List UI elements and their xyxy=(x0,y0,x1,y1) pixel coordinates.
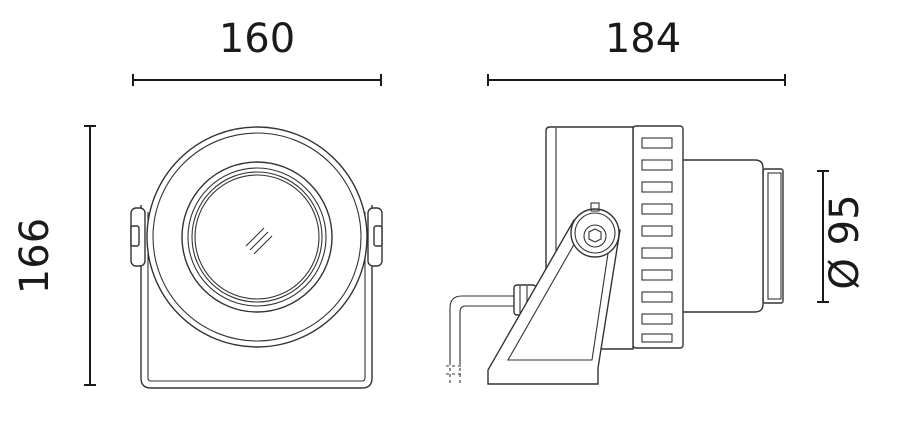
dimension-label-160: 160 xyxy=(219,16,295,62)
heatsink-fins xyxy=(641,137,673,343)
dimension-label-diameter: Ø 95 xyxy=(822,194,868,289)
dimension-label-166: 166 xyxy=(12,218,58,294)
dimension-lens-diameter: Ø 95 xyxy=(817,170,868,303)
dimension-label-184: 184 xyxy=(605,16,681,62)
dimension-height: 166 xyxy=(12,125,96,386)
pivot-knob xyxy=(570,208,620,258)
dimension-width-front: 160 xyxy=(132,16,382,86)
front-view xyxy=(130,126,383,389)
dimension-depth-side: 184 xyxy=(487,16,786,86)
side-view xyxy=(446,125,784,385)
